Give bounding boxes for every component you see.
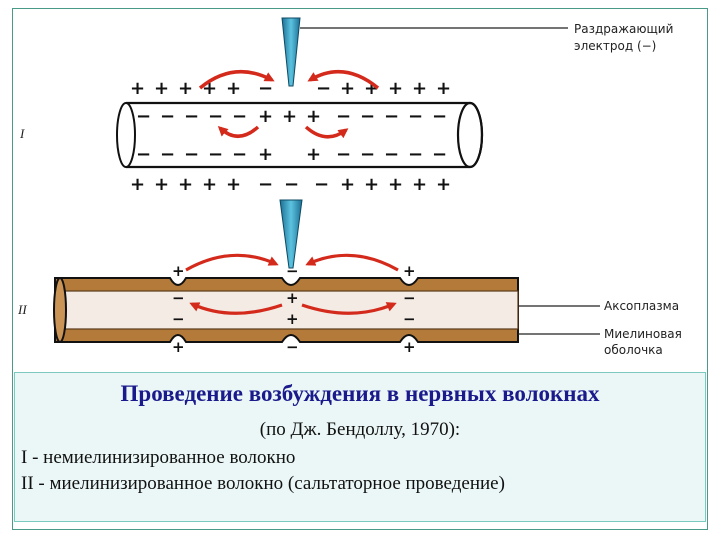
nerve-conduction-diagram: + + + + + − − + + + + + + + + + + − − − … (17, 17, 682, 357)
svg-text:+: + (130, 78, 145, 99)
caption-fiber-2: II - миелинизированное волокно (сальтато… (21, 473, 505, 494)
svg-text:−: − (258, 78, 273, 99)
svg-text:+: + (388, 174, 403, 195)
myelinated-fiber: + − − + − + + − + − − + (53, 199, 519, 356)
fiber-1-inner-signs-bottom: − − − − − + + − − − − − (136, 144, 447, 165)
stimulating-electrode-2 (279, 199, 303, 269)
svg-text:−: − (286, 262, 299, 280)
svg-text:−: − (232, 106, 247, 127)
svg-text:+: + (282, 106, 297, 127)
svg-text:−: − (314, 174, 329, 195)
svg-text:−: − (136, 144, 151, 165)
svg-text:−: − (184, 144, 199, 165)
caption-source: (по Дж. Бендоллу, 1970): (259, 419, 461, 440)
svg-text:−: − (184, 106, 199, 127)
fiber-1-body (126, 101, 484, 169)
svg-text:+: + (178, 174, 193, 195)
svg-text:−: − (360, 144, 375, 165)
svg-text:+: + (364, 174, 379, 195)
stimulating-electrode-1 (281, 17, 301, 87)
fiber-1-end (116, 102, 136, 168)
fiber-1-outer-signs-top: + + + + + − − + + + + + (130, 78, 451, 99)
fiber-1-current-arrows (198, 69, 380, 139)
svg-text:+: + (403, 262, 416, 280)
svg-text:−: − (432, 144, 447, 165)
svg-text:+: + (130, 174, 145, 195)
svg-text:−: − (136, 106, 151, 127)
axoplasm-label: Аксоплазма (604, 299, 679, 313)
svg-text:−: − (284, 174, 299, 195)
svg-text:+: + (412, 174, 427, 195)
svg-text:−: − (160, 144, 175, 165)
svg-text:+: + (306, 106, 321, 127)
svg-text:+: + (388, 78, 403, 99)
svg-text:−: − (432, 106, 447, 127)
svg-text:−: − (384, 144, 399, 165)
svg-text:−: − (286, 338, 299, 356)
svg-text:+: + (306, 144, 321, 165)
svg-text:−: − (258, 174, 273, 195)
svg-text:+: + (412, 78, 427, 99)
caption-fiber-1: I - немиелинизированное волокно (21, 447, 296, 468)
svg-text:+: + (403, 338, 416, 356)
svg-text:−: − (336, 106, 351, 127)
svg-text:+: + (226, 174, 241, 195)
svg-text:−: − (208, 144, 223, 165)
svg-text:+: + (340, 78, 355, 99)
svg-text:+: + (154, 78, 169, 99)
svg-text:+: + (364, 78, 379, 99)
svg-text:−: − (384, 106, 399, 127)
svg-text:+: + (436, 78, 451, 99)
svg-text:+: + (202, 174, 217, 195)
caption-title: Проведение возбуждения в нервных волокна… (120, 381, 600, 406)
fiber-1-outer-signs-bottom: + + + + + − − − + + + + + (130, 174, 451, 195)
svg-text:−: − (360, 106, 375, 127)
svg-text:+: + (258, 144, 273, 165)
svg-text:−: − (160, 106, 175, 127)
svg-text:−: − (403, 289, 416, 307)
svg-text:+: + (154, 174, 169, 195)
svg-text:+: + (258, 106, 273, 127)
fiber-1-inner-signs-top: − − − − − + + + − − − − − (136, 106, 447, 127)
unmyelinated-fiber: + + + + + − − + + + + + + + + + + − − − … (116, 17, 484, 195)
caption-box: Проведение возбуждения в нервных волокна… (14, 372, 706, 522)
svg-text:+: + (286, 310, 299, 328)
svg-text:+: + (436, 174, 451, 195)
svg-text:+: + (172, 262, 185, 280)
fiber-2-current-arrows (185, 253, 399, 315)
svg-text:−: − (403, 310, 416, 328)
svg-text:+: + (172, 338, 185, 356)
svg-text:−: − (172, 310, 185, 328)
svg-text:−: − (208, 106, 223, 127)
leader-lines (300, 27, 600, 335)
svg-text:+: + (226, 78, 241, 99)
svg-text:+: + (340, 174, 355, 195)
fiber-2-node-signs: + − − + − + + − + − − + (172, 262, 416, 356)
svg-text:+: + (286, 289, 299, 307)
svg-text:−: − (316, 78, 331, 99)
slide-frame (12, 8, 708, 530)
svg-text:−: − (336, 144, 351, 165)
svg-text:−: − (232, 144, 247, 165)
svg-text:−: − (172, 289, 185, 307)
fiber-1-label: I (19, 126, 25, 141)
fiber-2-label: II (17, 302, 27, 317)
svg-text:−: − (408, 144, 423, 165)
axoplasm (61, 290, 519, 330)
svg-text:−: − (408, 106, 423, 127)
svg-text:+: + (178, 78, 193, 99)
